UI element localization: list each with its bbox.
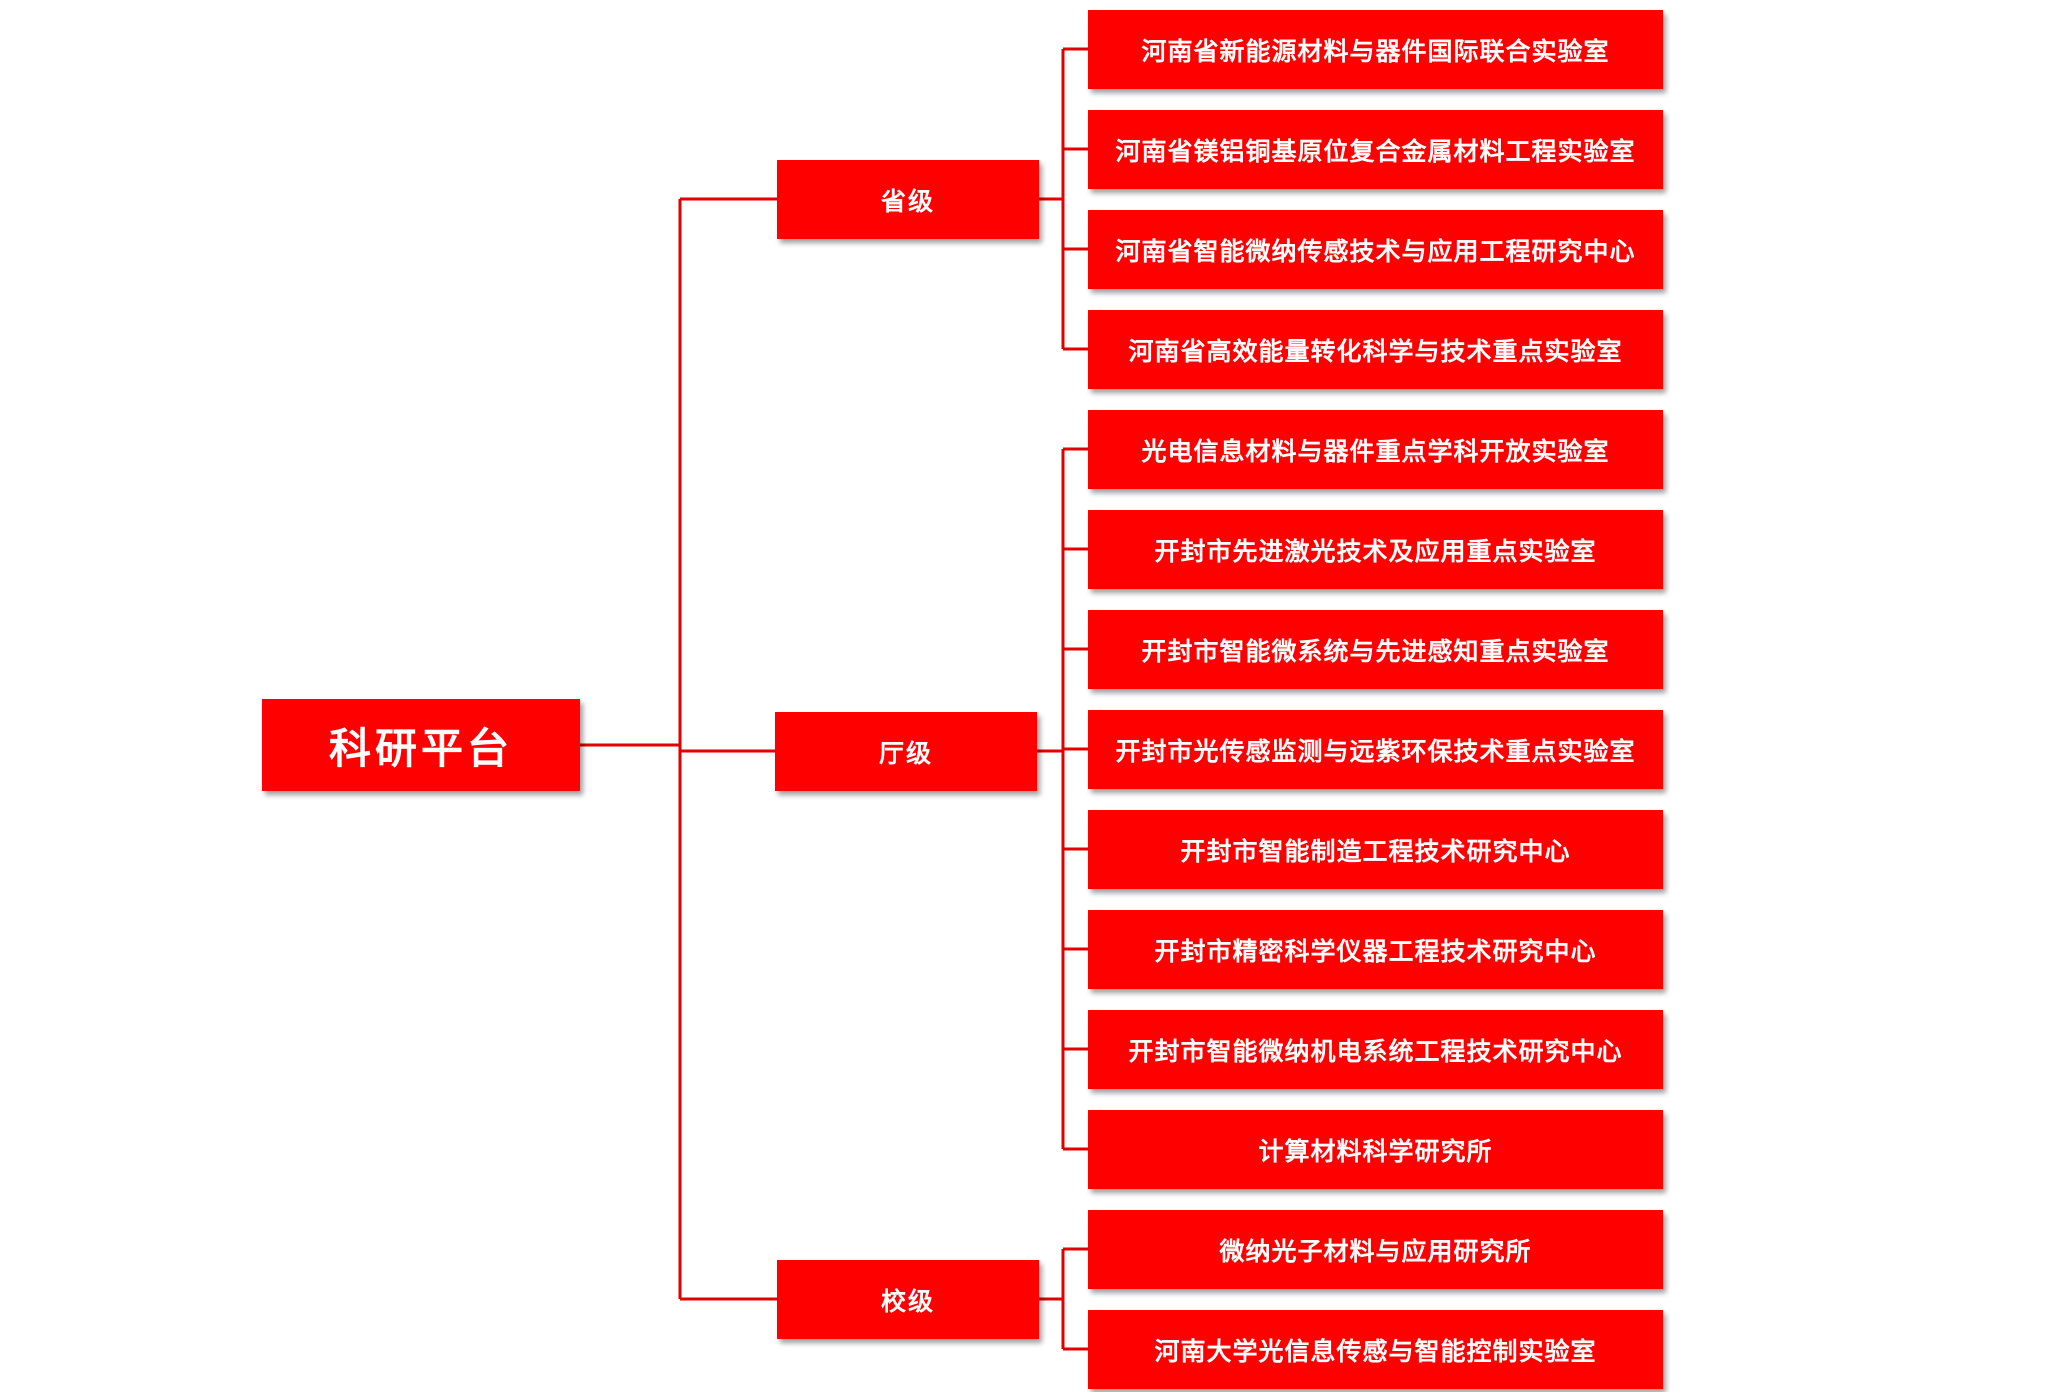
leaf-label: 光电信息材料与器件重点学科开放实验室: [1141, 436, 1610, 466]
leaf-node: 微纳光子材料与应用研究所: [1088, 1210, 1663, 1289]
leaf-node: 河南省高效能量转化科学与技术重点实验室: [1088, 310, 1663, 389]
root-label: 科研平台: [328, 723, 513, 773]
leaf-node: 计算材料科学研究所: [1088, 1110, 1663, 1189]
level-node-provincial: 省级: [777, 160, 1039, 239]
leaf-node: 河南大学光信息传感与智能控制实验室: [1088, 1310, 1663, 1389]
leaf-label: 河南大学光信息传感与智能控制实验室: [1154, 1336, 1597, 1366]
level-label: 省级: [880, 186, 935, 216]
leaf-node: 开封市智能微纳机电系统工程技术研究中心: [1088, 1010, 1663, 1089]
level-label: 校级: [880, 1286, 935, 1316]
leaf-label: 开封市智能制造工程技术研究中心: [1180, 836, 1571, 866]
leaf-label: 开封市智能微纳机电系统工程技术研究中心: [1128, 1036, 1623, 1066]
leaf-node: 河南省新能源材料与器件国际联合实验室: [1088, 10, 1663, 89]
leaf-label: 河南省镁铝铜基原位复合金属材料工程实验室: [1115, 136, 1636, 166]
leaf-label: 河南省高效能量转化科学与技术重点实验室: [1128, 336, 1623, 366]
level-node-department: 厅级: [775, 712, 1037, 791]
leaf-node: 开封市智能制造工程技术研究中心: [1088, 810, 1663, 889]
leaf-node: 河南省智能微纳传感技术与应用工程研究中心: [1088, 210, 1663, 289]
leaf-label: 河南省智能微纳传感技术与应用工程研究中心: [1115, 236, 1636, 266]
leaf-label: 微纳光子材料与应用研究所: [1219, 1236, 1532, 1266]
leaf-node: 开封市先进激光技术及应用重点实验室: [1088, 510, 1663, 589]
leaf-label: 河南省新能源材料与器件国际联合实验室: [1141, 36, 1610, 66]
leaf-node: 开封市智能微系统与先进感知重点实验室: [1088, 610, 1663, 689]
root-node: 科研平台: [262, 699, 580, 791]
leaf-node: 河南省镁铝铜基原位复合金属材料工程实验室: [1088, 110, 1663, 189]
level-node-university: 校级: [777, 1260, 1039, 1339]
leaf-node: 光电信息材料与器件重点学科开放实验室: [1088, 410, 1663, 489]
leaf-node: 开封市精密科学仪器工程技术研究中心: [1088, 910, 1663, 989]
level-label: 厅级: [878, 738, 933, 768]
leaf-label: 开封市智能微系统与先进感知重点实验室: [1141, 636, 1610, 666]
leaf-label: 开封市光传感监测与远紫环保技术重点实验室: [1115, 736, 1636, 766]
leaf-label: 计算材料科学研究所: [1258, 1136, 1493, 1166]
leaf-label: 开封市精密科学仪器工程技术研究中心: [1154, 936, 1597, 966]
leaf-node: 开封市光传感监测与远紫环保技术重点实验室: [1088, 710, 1663, 789]
leaf-label: 开封市先进激光技术及应用重点实验室: [1154, 536, 1597, 566]
